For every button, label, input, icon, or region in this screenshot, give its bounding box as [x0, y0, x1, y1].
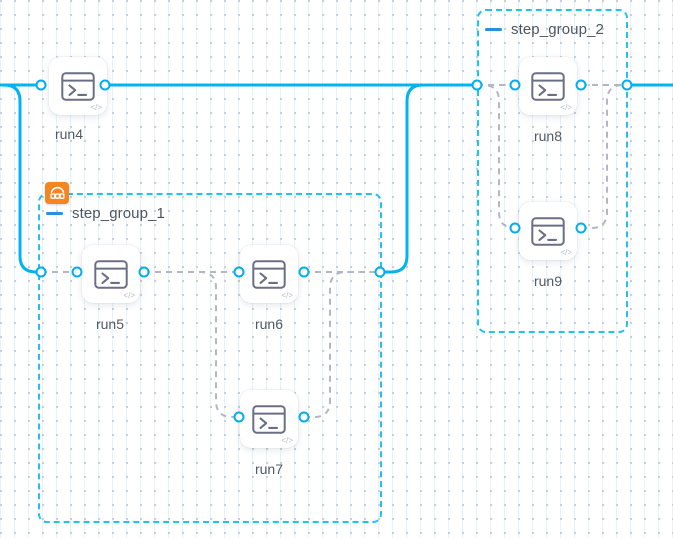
group-frame-step_group_2[interactable]: [477, 9, 628, 333]
port-run6-out[interactable]: [298, 266, 310, 278]
port-run7-in[interactable]: [233, 411, 245, 423]
terminal-icon: [94, 259, 128, 289]
port-run4-out[interactable]: [99, 79, 111, 91]
terminal-icon: [61, 71, 95, 101]
node-label-run8: run8: [533, 128, 563, 144]
edge-canvas-left-down-to-group1[interactable]: [0, 83, 43, 274]
node-run5[interactable]: </>: [82, 245, 140, 303]
group-title-step_group_1: step_group_1: [72, 205, 165, 222]
port-run4-in[interactable]: [35, 79, 47, 91]
node-run4[interactable]: </>: [49, 57, 107, 115]
code-glyph-icon: </>: [560, 103, 572, 112]
group-header-step_group_1[interactable]: step_group_1: [46, 205, 165, 222]
node-run7[interactable]: </>: [240, 390, 298, 448]
port-run5-out[interactable]: [138, 266, 150, 278]
code-glyph-icon: </>: [281, 436, 293, 445]
group-header-step_group_2[interactable]: step_group_2: [485, 21, 604, 38]
edge-group1-out-up-to-main[interactable]: [378, 83, 479, 274]
port-run5-in[interactable]: [71, 266, 83, 278]
port-run9-out[interactable]: [575, 222, 587, 234]
code-glyph-icon: </>: [281, 291, 293, 300]
port-group1-in[interactable]: [35, 266, 47, 278]
code-glyph-icon: </>: [90, 103, 102, 112]
port-run9-in[interactable]: [509, 222, 521, 234]
node-label-run9: run9: [533, 273, 563, 289]
port-run7-out[interactable]: [298, 411, 310, 423]
code-glyph-icon: </>: [560, 248, 572, 257]
minus-icon[interactable]: [46, 212, 63, 215]
module-badge-icon[interactable]: [45, 182, 69, 204]
port-run6-in[interactable]: [233, 266, 245, 278]
terminal-icon: [531, 216, 565, 246]
port-group1-out[interactable]: [374, 266, 386, 278]
port-run8-in[interactable]: [509, 79, 521, 91]
terminal-icon: [531, 71, 565, 101]
node-run6[interactable]: </>: [240, 245, 298, 303]
node-label-run6: run6: [254, 316, 284, 332]
node-label-run4: run4: [54, 126, 84, 142]
group-title-step_group_2: step_group_2: [511, 21, 604, 38]
minus-icon[interactable]: [485, 28, 502, 31]
node-label-run5: run5: [95, 316, 125, 332]
group-frame-step_group_1[interactable]: [38, 193, 382, 523]
node-run8[interactable]: </>: [519, 57, 577, 115]
code-glyph-icon: </>: [123, 291, 135, 300]
node-run9[interactable]: </>: [519, 202, 577, 260]
terminal-icon: [252, 259, 286, 289]
port-group2-in[interactable]: [471, 79, 483, 91]
port-run8-out[interactable]: [575, 79, 587, 91]
port-group2-out[interactable]: [621, 79, 633, 91]
node-label-run7: run7: [254, 461, 284, 477]
terminal-icon: [252, 404, 286, 434]
